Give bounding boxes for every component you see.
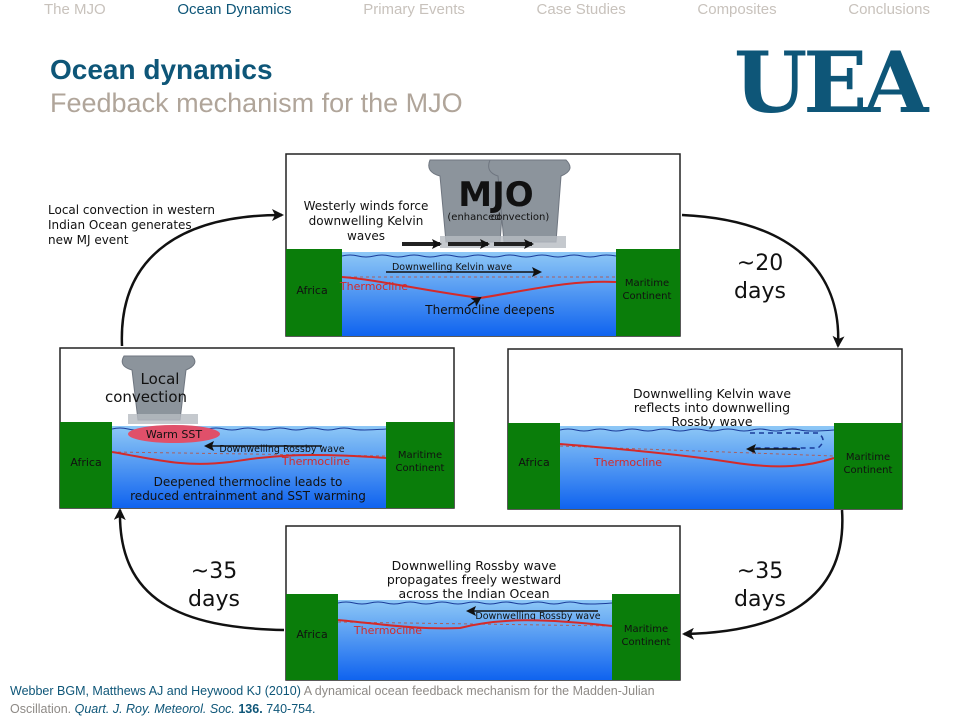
top-africa-label: Africa [296, 284, 327, 297]
land-africa-bottom [286, 594, 338, 680]
label-35-days-left: days [188, 587, 240, 612]
label-20-days-tilde: ~20 [737, 251, 783, 276]
land-maritime-bottom [612, 594, 680, 680]
cloud-icon [121, 355, 198, 424]
right-text-line1: Downwelling Kelvin wave [633, 386, 791, 401]
top-text-line3: waves [347, 229, 385, 243]
label-local-convection-line2: Indian Ocean generates [48, 218, 192, 232]
nav-item-conclusions[interactable]: Conclusions [848, 1, 930, 18]
bottom-text-line1: Downwelling Rossby wave [392, 558, 557, 573]
cycle-arrows [113, 209, 845, 640]
land-africa-top [286, 249, 342, 336]
label-35-days-right: days [734, 587, 786, 612]
left-continent-label: Continent [396, 463, 445, 474]
bottom-continent-label: Continent [622, 637, 671, 648]
land-africa-right [508, 423, 560, 509]
citation-volume: 136. [238, 702, 263, 716]
panel-right: Downwelling Kelvin wave reflects into do… [507, 348, 903, 510]
left-convection-line2: convection [105, 388, 187, 406]
uea-logo: UEA [734, 33, 928, 132]
land-maritime-right [834, 423, 902, 509]
left-thermocline-label: Thermocline [281, 455, 350, 468]
panel-bottom: Downwelling Rossby wave propagates freel… [285, 525, 681, 681]
page-subtitle: Feedback mechanism for the MJO [50, 88, 463, 118]
land-maritime-top [616, 249, 680, 336]
label-local-convection-line1: Local convection in western [48, 203, 215, 217]
left-warm-sst-label: Warm SST [146, 428, 202, 441]
cycle-labels: Local convection in western Indian Ocean… [48, 203, 786, 612]
top-wave-label: Downwelling Kelvin wave [392, 262, 512, 273]
top-continent-label: Continent [623, 291, 672, 302]
right-continent-label: Continent [844, 465, 893, 476]
land-africa-left [60, 422, 112, 508]
citation-authors: Webber BGM, Matthews AJ and Heywood KJ (… [10, 684, 301, 698]
mjo-enhanced-label: (enhanced [447, 212, 500, 223]
top-thermocline-label: Thermocline [339, 280, 408, 293]
cycle-arrow-bottom-to-left [113, 508, 285, 632]
left-bottom-line1: Deepened thermocline leads to [154, 475, 343, 489]
top-deepens-label: Thermocline deepens [424, 303, 554, 317]
mjo-feedback-diagram: MJO (enhanced convection) Westerly winds… [48, 153, 903, 681]
cycle-arrow-left-to-top [120, 209, 284, 347]
nav-item-ocean-dynamics[interactable]: Ocean Dynamics [177, 1, 292, 18]
citation-title: A dynamical ocean feedback mechanism for… [10, 684, 655, 716]
right-text-line2: reflects into downwelling [634, 400, 790, 415]
panel-left: Local convection Warm SST Downwelling Ro… [59, 347, 455, 509]
bottom-text-line2: propagates freely westward [387, 572, 561, 587]
top-text-line1: Westerly winds force [304, 199, 429, 213]
nav-item-composites[interactable]: Composites [697, 1, 777, 18]
label-20-days: days [734, 279, 786, 304]
bottom-wave-label: Downwelling Rossby wave [475, 611, 600, 622]
nav-item-primary-events[interactable]: Primary Events [363, 1, 465, 18]
bottom-text-line3: across the Indian Ocean [398, 586, 549, 601]
left-convection-line1: Local [141, 370, 180, 388]
land-maritime-left [386, 422, 454, 508]
bottom-africa-label: Africa [296, 628, 327, 641]
citation-pages: 740-754. [266, 702, 316, 716]
bottom-maritime-label: Maritime [624, 624, 668, 635]
top-navigation: The MJO Ocean Dynamics Primary Events Ca… [0, 0, 960, 20]
nav-item-case-studies[interactable]: Case Studies [536, 1, 626, 18]
label-local-convection-line3: new MJ event [48, 233, 129, 247]
mjo-convection-label: convection) [491, 212, 550, 223]
label-35-days-right-tilde: ~35 [737, 559, 783, 584]
citation: Webber BGM, Matthews AJ and Heywood KJ (… [10, 682, 690, 718]
page-title: Ocean dynamics [50, 54, 273, 85]
right-maritime-label: Maritime [846, 452, 890, 463]
right-text-line3: Rossby wave [671, 414, 752, 429]
bottom-thermocline-label: Thermocline [353, 624, 422, 637]
top-text-line2: downwelling Kelvin [309, 214, 424, 228]
nav-item-the-mjo[interactable]: The MJO [44, 1, 106, 18]
citation-journal: Quart. J. Roy. Meteorol. Soc. [74, 702, 235, 716]
cycle-arrow-top-to-right [681, 213, 845, 348]
left-wave-label: Downwelling Rossby wave [219, 444, 344, 455]
cycle-arrow-right-to-bottom [682, 509, 844, 640]
right-africa-label: Africa [518, 456, 549, 469]
left-maritime-label: Maritime [398, 450, 442, 461]
label-35-days-left-tilde: ~35 [191, 559, 237, 584]
mjo-label: MJO [458, 175, 533, 215]
left-bottom-line2: reduced entrainment and SST warming [130, 489, 366, 503]
left-africa-label: Africa [70, 456, 101, 469]
panel-top: MJO (enhanced convection) Westerly winds… [285, 153, 681, 337]
right-thermocline-label: Thermocline [593, 456, 662, 469]
top-maritime-label: Maritime [625, 278, 669, 289]
